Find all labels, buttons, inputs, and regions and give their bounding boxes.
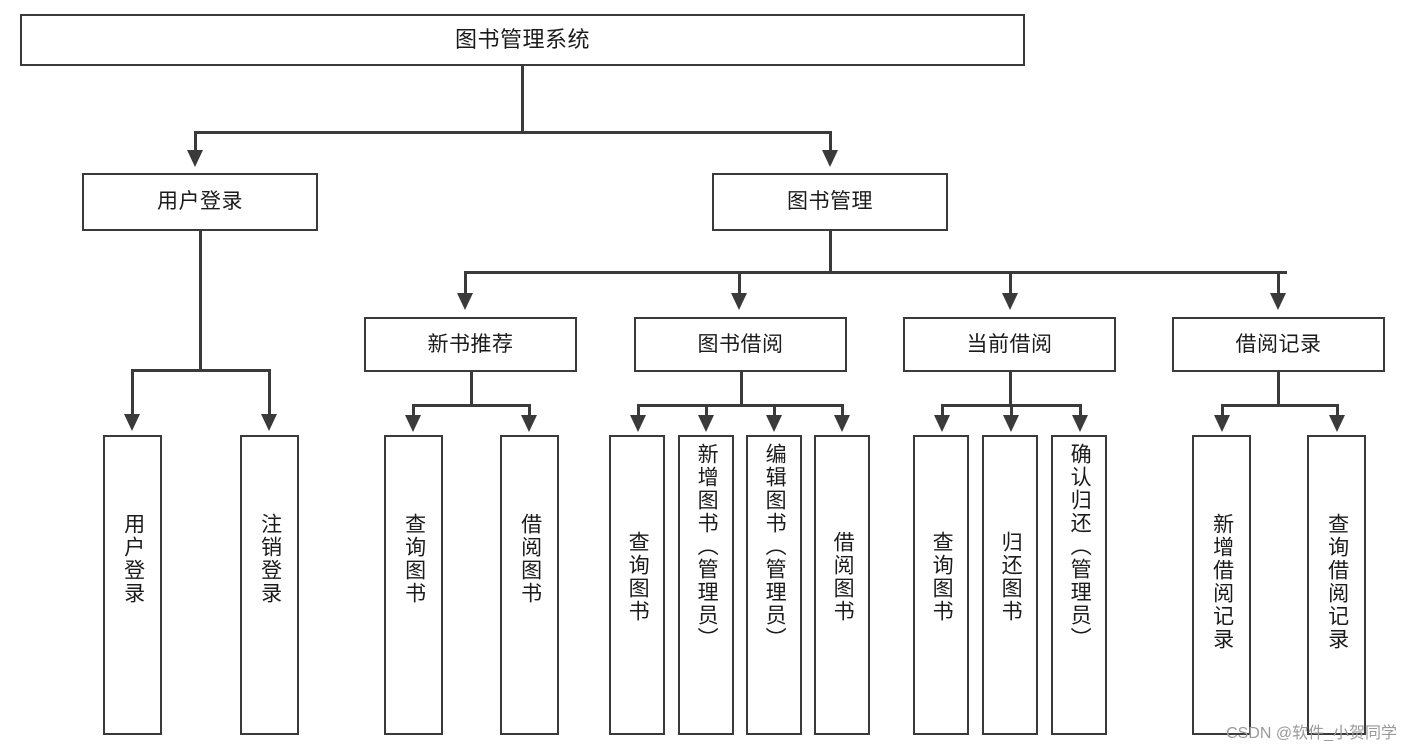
arrow-new-book-leaf1	[405, 415, 421, 432]
connector-borrow-record-stem	[1277, 372, 1280, 406]
arrow-book-manage-to-book-borrow	[731, 293, 747, 310]
arrow-borrow-record-leaf1	[1214, 415, 1230, 432]
node-label: 图书借阅	[697, 332, 784, 356]
connector-current-borrow-leaf3	[1079, 404, 1082, 418]
connector-book-borrow-leaf2	[705, 404, 708, 418]
connector-book-manage-to-current-borrow	[1009, 271, 1012, 296]
leaf-add-book[interactable]: 新增图书（管理员）	[678, 435, 734, 735]
leaf-query-book-borrow[interactable]: 查询图书	[609, 435, 665, 735]
arrow-user-login-leaf2	[261, 414, 277, 431]
connector-book-borrow-leaf4	[841, 404, 844, 418]
connector-new-book-stem	[470, 372, 473, 406]
connector-user-login-leaf1	[131, 369, 134, 417]
leaf-label: 归还图书	[999, 531, 1023, 623]
node-label: 用户登录	[157, 190, 243, 214]
node-label: 图书管理	[787, 190, 873, 214]
connector-root-stem	[521, 66, 524, 132]
leaf-label: 新增借阅记录	[1210, 513, 1234, 651]
connector-book-manage-to-new-book	[464, 271, 467, 296]
connector-new-book-leaf2	[528, 404, 531, 418]
arrow-current-borrow-leaf3	[1072, 415, 1088, 432]
connector-user-login-bus	[131, 369, 270, 372]
connector-borrow-record-leaf2	[1336, 404, 1339, 418]
leaf-borrow-book-recommend[interactable]: 借阅图书	[500, 435, 559, 735]
arrow-user-login-leaf1	[124, 414, 140, 431]
arrow-book-borrow-leaf4	[834, 415, 850, 432]
node-root-book-management-system[interactable]: 图书管理系统	[20, 14, 1025, 66]
leaf-add-borrow-record[interactable]: 新增借阅记录	[1192, 435, 1251, 735]
connector-current-borrow-leaf2	[1010, 404, 1013, 418]
connector-current-borrow-leaf1	[941, 404, 944, 418]
leaf-query-book-current[interactable]: 查询图书	[913, 435, 969, 735]
connector-borrow-record-leaf1	[1221, 404, 1224, 418]
connector-book-borrow-leaf1	[637, 404, 640, 418]
leaf-label: 借阅图书	[831, 531, 855, 623]
connector-root-bus	[194, 131, 831, 134]
leaf-label: 用户登录	[121, 513, 145, 605]
leaf-edit-book[interactable]: 编辑图书（管理员）	[746, 435, 802, 735]
node-label: 借阅记录	[1235, 332, 1322, 356]
connector-new-book-leaf1	[412, 404, 415, 418]
leaf-label: 借阅图书	[518, 513, 542, 605]
leaf-query-book-recommend[interactable]: 查询图书	[384, 435, 443, 735]
leaf-return-book[interactable]: 归还图书	[982, 435, 1038, 735]
connector-borrow-record-bus	[1221, 404, 1338, 407]
node-book-management[interactable]: 图书管理	[712, 173, 948, 231]
leaf-logout-login[interactable]: 注销登录	[240, 435, 299, 735]
node-label: 新书推荐	[427, 332, 514, 356]
node-current-borrow[interactable]: 当前借阅	[903, 317, 1116, 372]
leaf-label: 查询图书	[930, 531, 954, 623]
leaf-confirm-return[interactable]: 确认归还（管理员）	[1051, 435, 1107, 735]
leaf-query-borrow-record[interactable]: 查询借阅记录	[1307, 435, 1366, 735]
node-label: 图书管理系统	[454, 26, 590, 52]
node-new-book-recommend[interactable]: 新书推荐	[364, 317, 577, 372]
leaf-user-login[interactable]: 用户登录	[103, 435, 162, 735]
arrow-book-borrow-leaf3	[766, 415, 782, 432]
arrow-current-borrow-leaf1	[934, 415, 950, 432]
arrow-book-manage-to-new-book	[457, 293, 473, 310]
arrow-root-to-book-manage	[822, 150, 838, 167]
node-borrow-record[interactable]: 借阅记录	[1172, 317, 1385, 372]
arrow-new-book-leaf2	[521, 415, 537, 432]
leaf-label: 查询借阅记录	[1325, 513, 1349, 651]
connector-book-borrow-bus	[637, 404, 843, 407]
connector-book-manage-to-borrow-record	[1277, 271, 1280, 296]
arrow-book-borrow-leaf1	[630, 415, 646, 432]
arrow-book-borrow-leaf2	[698, 415, 714, 432]
connector-book-borrow-leaf3	[773, 404, 776, 418]
leaf-label: 查询图书	[402, 513, 426, 605]
connector-root-to-book-manage	[829, 131, 832, 153]
leaf-label: 确认归还（管理员）	[1068, 443, 1092, 650]
leaf-label: 注销登录	[258, 513, 282, 605]
connector-new-book-bus	[412, 404, 530, 407]
arrow-book-manage-to-current-borrow	[1002, 293, 1018, 310]
connector-book-manage-bus	[464, 271, 1287, 274]
node-book-borrow[interactable]: 图书借阅	[634, 317, 847, 372]
node-label: 当前借阅	[966, 332, 1053, 356]
connector-current-borrow-stem	[1009, 372, 1012, 406]
arrow-borrow-record-leaf2	[1329, 415, 1345, 432]
arrow-root-to-user-login	[187, 150, 203, 167]
connector-book-manage-stem	[829, 231, 832, 273]
connector-user-login-leaf2	[268, 369, 271, 417]
connector-root-to-user-login	[194, 131, 197, 153]
leaf-label: 新增图书（管理员）	[695, 443, 719, 650]
connector-user-login-stem	[199, 231, 202, 371]
leaf-borrow-book[interactable]: 借阅图书	[814, 435, 870, 735]
leaf-label: 编辑图书（管理员）	[763, 443, 787, 650]
arrow-book-manage-to-borrow-record	[1270, 293, 1286, 310]
leaf-label: 查询图书	[626, 531, 650, 623]
connector-book-manage-to-book-borrow	[738, 271, 741, 296]
arrow-current-borrow-leaf2	[1003, 415, 1019, 432]
connector-book-borrow-stem	[740, 372, 743, 406]
node-user-login[interactable]: 用户登录	[82, 173, 318, 231]
